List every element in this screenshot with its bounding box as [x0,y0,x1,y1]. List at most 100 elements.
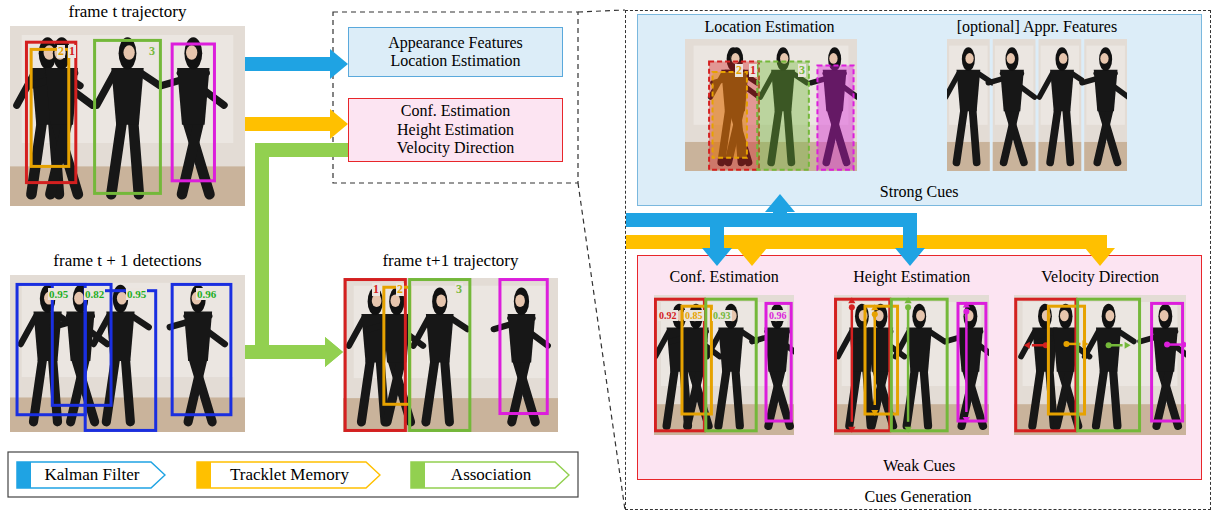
dancer-body [1094,70,1118,112]
dancer-limb [111,121,122,194]
dancer-limb [957,109,965,162]
text-holder: Strong Cues [638,183,1201,201]
photo-illustration [947,39,1127,171]
track-id: 2 [735,64,743,77]
bounding-box [958,304,986,422]
group-heading: Strong Cues [880,183,959,201]
legend-box [8,452,578,497]
cue-arrowhead [1024,342,1030,349]
bounding-box [1078,299,1140,431]
dancer-body [907,328,932,372]
dancer-face [1106,310,1115,321]
photo-wall [993,39,1036,171]
dancer-body [1051,70,1075,112]
bounding-box [500,280,547,414]
dancer-body [765,328,790,372]
dancer-limb [140,73,159,86]
photo-illustration [10,26,245,206]
dancer-limb [125,358,130,422]
velocity-dot [1106,342,1112,348]
dancer-hair [1056,48,1069,72]
dancer-hair [1159,304,1173,329]
dancer-limb [849,369,857,426]
dancer-limb [445,360,450,422]
cue-flow-arrow [626,235,1107,249]
cue-arrowhead [1183,341,1186,348]
dancer-limb [1050,369,1054,426]
dancer-hair [962,48,975,72]
image-panel: [optional] Appr. Features [939,17,1134,171]
bounding-box [656,299,705,431]
dancer-face [436,294,446,306]
dancer-body [957,70,981,112]
photo-illustration [343,278,558,432]
dancer-body [46,68,78,125]
photo-wall [654,295,794,435]
photo-illustration [685,39,857,171]
dancer-limb [947,74,959,98]
bounding-box [1016,299,1076,431]
image-panel: Height Estimation [829,267,994,435]
bounding-box [818,66,854,170]
photo-wall [343,278,558,432]
dancer-limb [182,121,199,194]
dancer-hair [1006,48,1019,72]
dancer-body [184,312,212,361]
flow-arrow [245,117,330,131]
dancer-limb [71,358,86,422]
dashed-group-box [333,12,578,183]
dancer-body [111,68,143,125]
dancer-limb [132,316,149,327]
legend-swatch [197,462,211,488]
cue-arrowhead [848,297,855,303]
dancer-limb [1004,109,1016,162]
cue-arrowhead [963,302,970,308]
track-id: 3 [148,45,156,58]
image-panel: frame t + 1 detections [10,250,245,432]
photo-floor [947,142,990,171]
cue-arrowhead [905,297,912,303]
bounding-box [85,291,156,431]
confidence-score: 0.92 [658,310,678,321]
height-arrow [874,315,877,405]
zoom-line [578,183,625,510]
height-arrow [965,313,968,413]
bounding-box [172,44,214,181]
dancer-limb [962,369,975,426]
group-heading: Cues Generation [864,488,971,506]
dancer-body [426,314,454,363]
dancer-hair [184,37,202,69]
image-panel: Velocity Direction [1009,267,1191,435]
text-holder: Conf. Estimation [649,268,799,286]
dancer-limb [387,360,402,422]
legend-entry: Kalman Filter [16,461,166,489]
dancer-hair [432,288,447,316]
flow-arrow [262,150,348,352]
box-label: Height Estimation [397,121,514,139]
dancer-body [719,328,744,372]
flow-arrow [245,345,325,359]
track-id: 2 [57,45,65,58]
dancer-limb [1157,369,1170,426]
dancer-limb [707,332,721,357]
track-id: 3 [798,64,806,77]
cue-flow-arrow [710,213,724,248]
image-panel: frame t trajectory [10,1,245,206]
dancer-face [74,292,84,305]
panel-heading: Location Estimation [704,18,834,36]
confidence-score: 0.95 [48,288,69,300]
text-holder: frame t trajectory [10,2,245,22]
dancer-face [1060,54,1068,65]
bounding-box [410,280,470,431]
dancer-limb [349,318,364,346]
bounding-box [710,62,760,170]
photo-wall [947,39,990,171]
dancer-limb [769,369,782,426]
legend-swatch [411,462,425,488]
dancer-face [830,54,838,65]
dancer-limb [1040,74,1053,98]
zoom-line [578,10,625,12]
flow-arrow [245,57,330,71]
cue-flow-arrow [626,213,917,227]
strong-cues-box: Strong Cues Location Estimation [optional]… [637,14,1202,206]
